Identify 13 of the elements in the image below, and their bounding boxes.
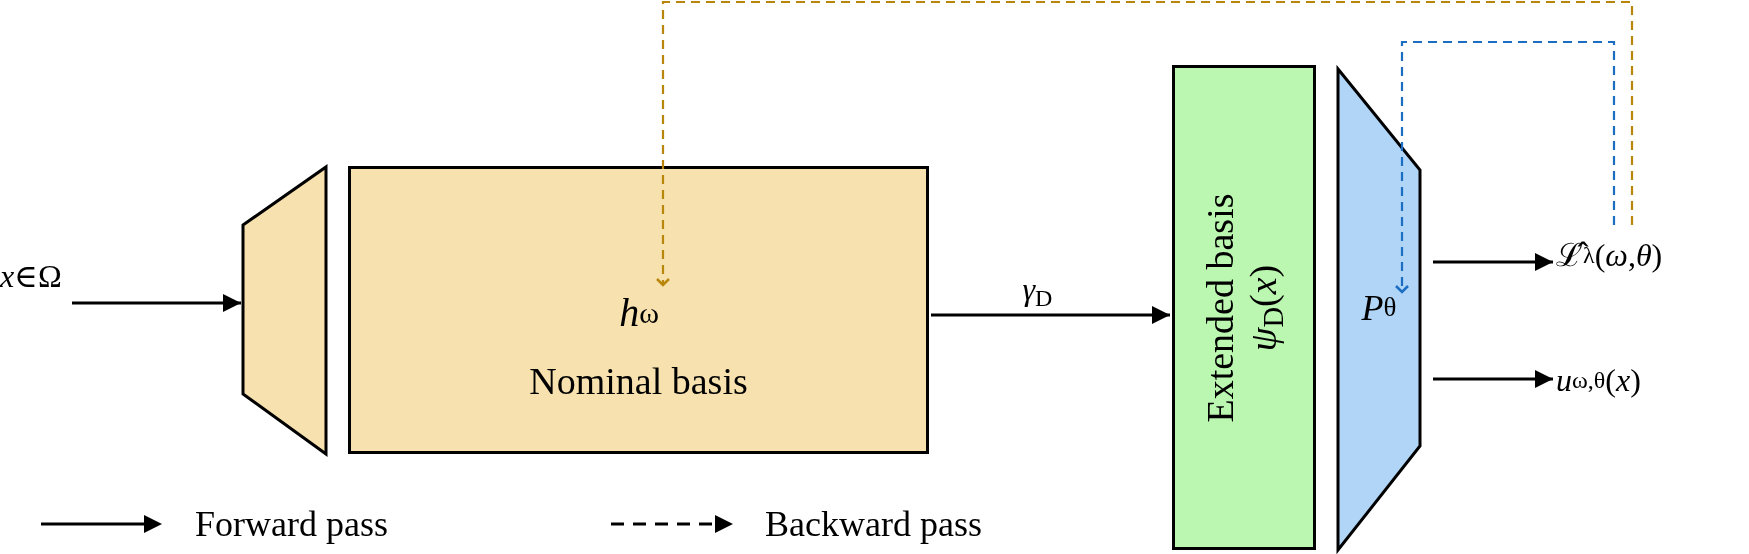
box-label: Extended basis xyxy=(1197,193,1241,422)
arrow xyxy=(1433,370,1553,388)
arrow xyxy=(931,306,1170,324)
box-label: Nominal basis xyxy=(528,361,749,401)
input-label: x∈Ω xyxy=(0,257,63,296)
legend-label: Forward pass xyxy=(195,506,388,542)
dashed-arrow xyxy=(1394,40,1616,294)
basis-box xyxy=(1172,65,1316,550)
arrow xyxy=(72,294,241,312)
dashed-arrow xyxy=(655,0,1634,287)
network-box xyxy=(348,166,929,454)
arrow xyxy=(1433,253,1553,271)
legend-label: Backward pass xyxy=(765,506,982,542)
